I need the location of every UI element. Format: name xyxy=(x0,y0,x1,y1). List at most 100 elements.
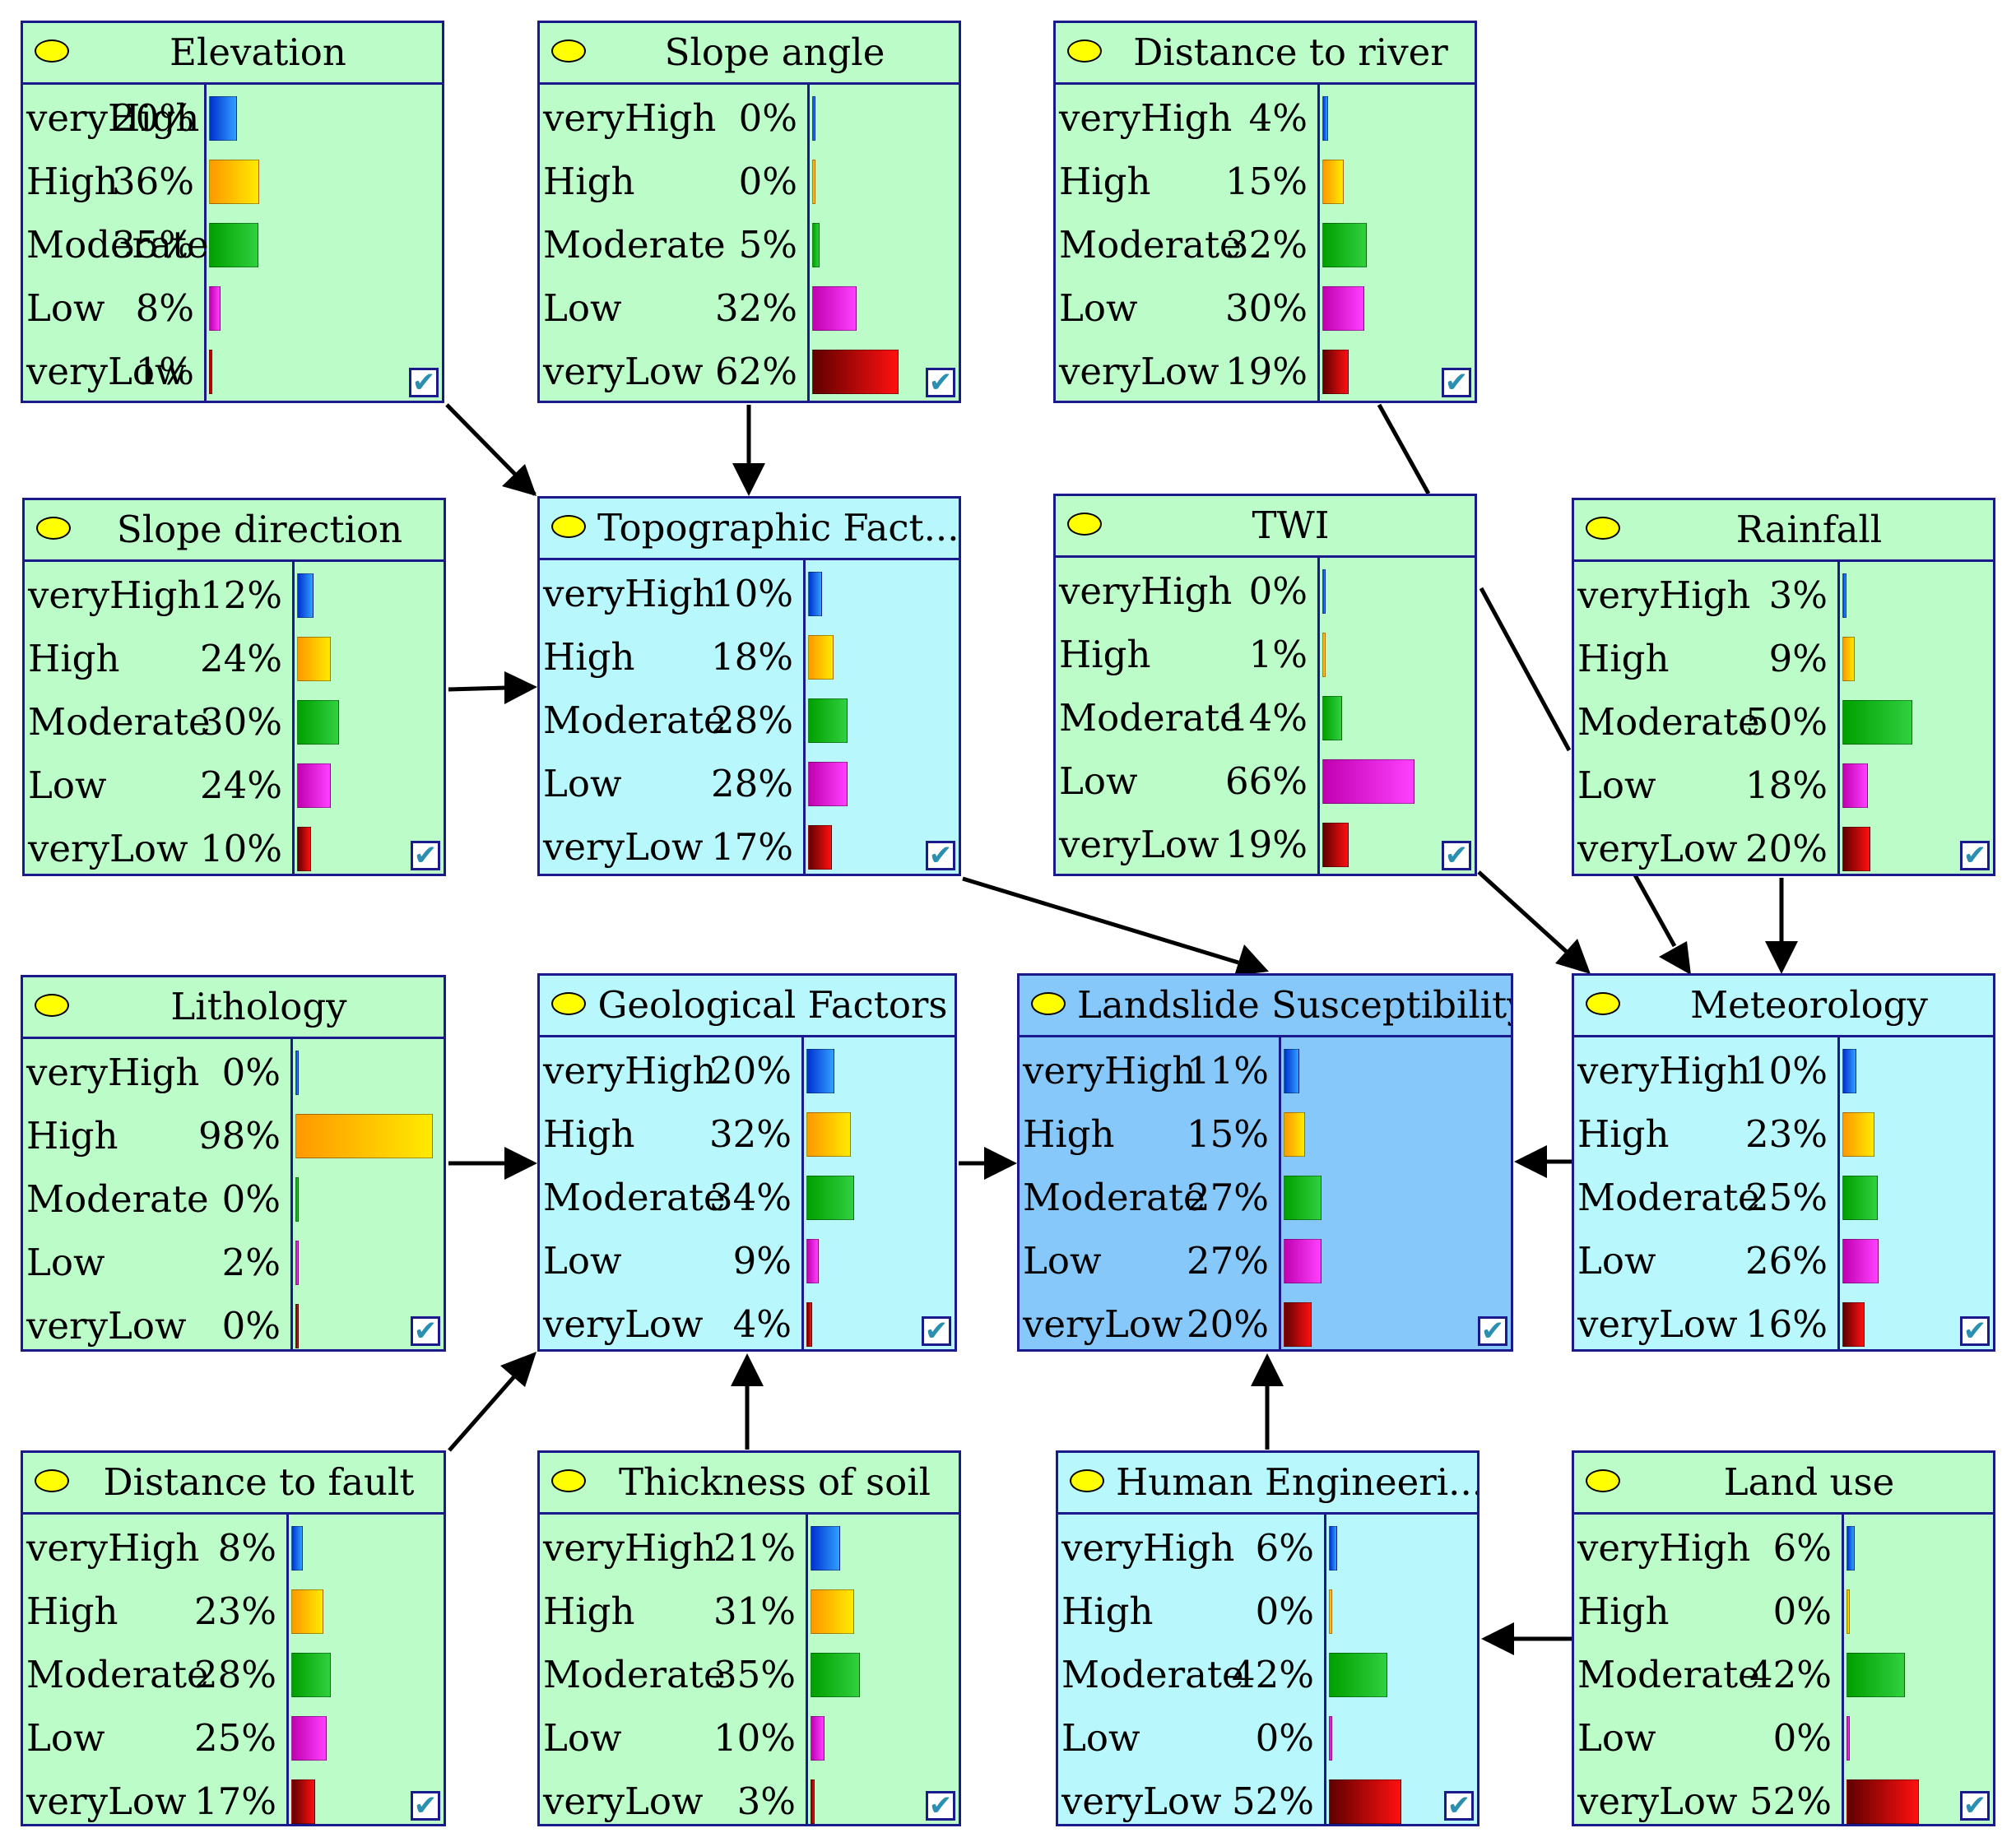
checkmark-icon[interactable]: ✔ xyxy=(1444,1791,1474,1821)
state-percent: 27% xyxy=(1186,1239,1269,1283)
state-percent: 25% xyxy=(193,1716,276,1760)
arrowhead-topographic-to-landslide xyxy=(1234,944,1269,976)
probability-bar-High xyxy=(1842,1112,1875,1157)
probability-bar-veryLow xyxy=(1842,827,1870,871)
state-label: veryLow xyxy=(1059,350,1219,393)
probability-bar-veryHigh xyxy=(1846,1526,1856,1571)
node-title-text: Human Engineeri... xyxy=(1116,1460,1477,1504)
state-percent: 6% xyxy=(1255,1526,1314,1570)
arrowhead-geological-to-landslide xyxy=(984,1147,1017,1180)
checkmark-icon[interactable]: ✔ xyxy=(926,1791,955,1821)
probability-bar-veryHigh xyxy=(1322,96,1328,141)
probability-bar-High xyxy=(1842,637,1856,681)
checkmark-icon[interactable]: ✔ xyxy=(1960,1791,1990,1821)
state-label: Moderate xyxy=(1577,1653,1760,1696)
node-title: TWI xyxy=(1056,496,1475,558)
probability-bar-veryHigh xyxy=(297,573,314,618)
state-label: Low xyxy=(1577,1716,1656,1760)
yellow-oval-icon xyxy=(551,992,586,1015)
node-title-text: Elevation xyxy=(170,30,346,74)
probability-bar-veryLow xyxy=(808,825,832,870)
checkmark-icon[interactable]: ✔ xyxy=(1960,1316,1990,1346)
state-percent: 1% xyxy=(135,350,194,393)
probability-bar-High xyxy=(811,1589,854,1634)
node-title: Landslide Susceptibility xyxy=(1020,976,1511,1037)
probability-bar-Low xyxy=(812,286,857,331)
checkmark-icon[interactable]: ✔ xyxy=(926,841,955,870)
checkmark-icon[interactable]: ✔ xyxy=(1960,841,1990,870)
node-title: Topographic Fact... xyxy=(540,499,959,560)
edge-river-to-meteorology-a xyxy=(1377,403,1431,495)
checkmark-icon[interactable]: ✔ xyxy=(411,1791,440,1821)
arrowhead-fault-to-geological xyxy=(500,1352,537,1387)
edge-elevation-to-topographic xyxy=(445,403,537,496)
state-label: Moderate xyxy=(543,698,726,742)
column-divider xyxy=(290,1039,293,1349)
state-percent: 23% xyxy=(193,1589,276,1633)
checkmark-icon[interactable]: ✔ xyxy=(922,1316,951,1346)
state-percent: 4% xyxy=(732,1302,792,1346)
probability-bar-veryLow xyxy=(295,1304,299,1348)
state-label: veryHigh xyxy=(1059,96,1233,140)
state-label: Low xyxy=(543,286,622,330)
yellow-oval-icon xyxy=(1586,1469,1620,1492)
checkmark-icon[interactable]: ✔ xyxy=(1442,841,1471,870)
state-percent: 18% xyxy=(710,635,793,679)
state-label: Low xyxy=(543,1716,622,1760)
state-percent: 12% xyxy=(199,573,282,617)
state-percent: 27% xyxy=(1186,1176,1269,1219)
state-label: veryHigh xyxy=(26,96,200,140)
yellow-oval-icon xyxy=(551,1469,586,1492)
state-percent: 36% xyxy=(111,160,194,203)
state-percent: 20% xyxy=(1186,1302,1269,1346)
checkmark-icon[interactable]: ✔ xyxy=(409,368,439,397)
state-label: veryHigh xyxy=(1061,1526,1235,1570)
probability-bar-High xyxy=(806,1112,852,1157)
probability-bar-veryLow xyxy=(812,350,899,394)
checkmark-icon[interactable]: ✔ xyxy=(411,841,440,870)
state-percent: 3% xyxy=(1768,573,1828,617)
probability-bar-veryLow xyxy=(209,350,212,394)
checkmark-icon[interactable]: ✔ xyxy=(1478,1316,1507,1346)
state-label: veryLow xyxy=(1059,823,1219,866)
checkmark-icon[interactable]: ✔ xyxy=(926,368,955,397)
node-title: Geological Factors xyxy=(540,976,955,1037)
checkmark-icon[interactable]: ✔ xyxy=(1442,368,1471,397)
checkmark-icon[interactable]: ✔ xyxy=(411,1316,440,1346)
state-label: Moderate xyxy=(26,1177,209,1221)
probability-bar-Low xyxy=(806,1239,820,1283)
state-percent: 66% xyxy=(1224,759,1308,803)
probability-bar-veryHigh xyxy=(295,1051,299,1095)
